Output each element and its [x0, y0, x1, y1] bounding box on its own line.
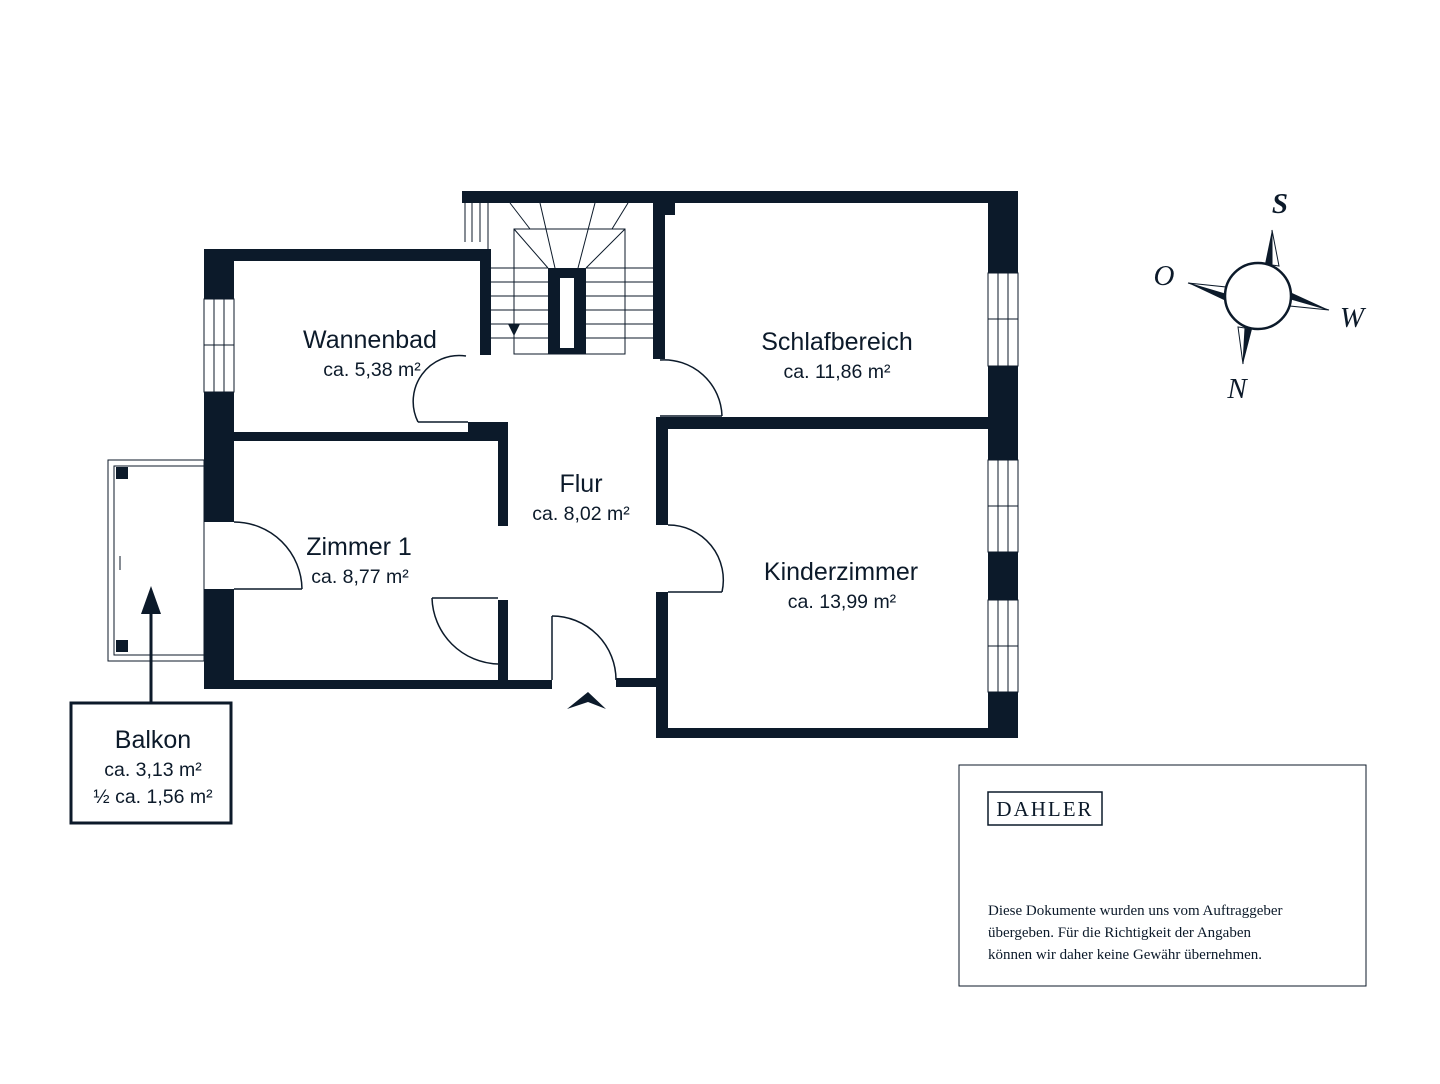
balcony-outline [107, 459, 205, 662]
balcony-half-area: ½ ca. 1,56 m² [93, 786, 213, 808]
balcony-area: ca. 3,13 m² [104, 759, 202, 781]
balcony-name: Balkon [115, 726, 191, 754]
disclaimer-line-1: Diese Dokumente wurden uns vom Auftragge… [988, 903, 1283, 919]
room-name-schlafbereich: Schlafbereich [761, 328, 912, 356]
inner-voids [560, 278, 574, 348]
balcony-label-box [69, 701, 233, 825]
stair-direction-arrow [508, 324, 520, 336]
room-area-kinderzimmer: ca. 13,99 m² [788, 591, 897, 613]
window-muntins [204, 273, 1018, 692]
disclaimer-line-3: können wir daher keine Gewähr übernehmen… [988, 947, 1262, 963]
balcony-pointer-arrow [141, 586, 161, 702]
compass-label-bottom: N [1226, 373, 1248, 405]
info-panel [958, 764, 1367, 987]
room-name-zimmer1: Zimmer 1 [306, 533, 412, 561]
room-area-schlafbereich: ca. 11,86 m² [784, 361, 891, 383]
staircase [464, 202, 653, 355]
door-swings [233, 354, 725, 681]
compass-label-left: O [1154, 260, 1175, 292]
compass-label-top: S [1272, 188, 1288, 220]
room-area-wannenbad: ca. 5,38 m² [323, 359, 421, 381]
room-name-flur: Flur [559, 470, 602, 498]
disclaimer-line-2: übergeben. Für die Richtigkeit der Angab… [988, 925, 1251, 941]
compass-label-right: W [1340, 302, 1367, 334]
compass-rose-icon [1187, 229, 1330, 365]
room-area-zimmer1: ca. 8,77 m² [311, 566, 409, 588]
logo-frame [987, 791, 1103, 826]
room-name-wannenbad: Wannenbad [303, 326, 437, 354]
room-area-flur: ca. 8,02 m² [532, 503, 630, 525]
logo: DAHLER [996, 797, 1093, 821]
room-name-kinderzimmer: Kinderzimmer [764, 558, 918, 586]
entrance-arrow [567, 692, 606, 709]
